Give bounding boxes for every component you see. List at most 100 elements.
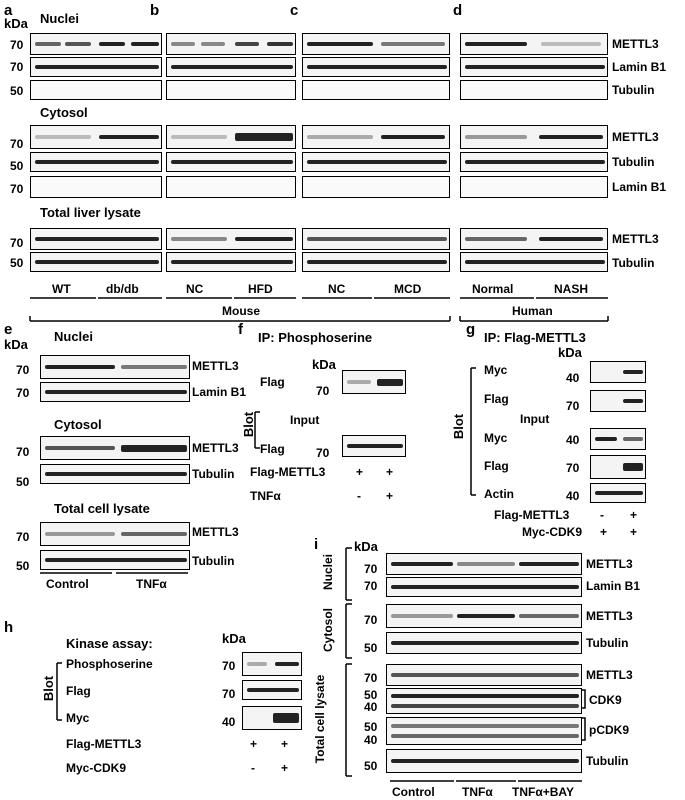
condition-myc-cdk9-g: Myc-CDK9 — [522, 525, 583, 539]
blot-strip-i-total-pcdk9 — [386, 717, 582, 745]
panel-label-f: f — [238, 321, 243, 338]
marker-70: 70 — [222, 687, 236, 701]
marker-70: 70 — [10, 60, 24, 74]
marker-40: 40 — [222, 715, 236, 729]
protein-label-myc: Myc — [484, 363, 508, 377]
kda-label-a: kDa — [4, 16, 28, 31]
fraction-total-cell-i: Total cell lysate — [313, 674, 328, 764]
marker-70: 70 — [10, 236, 24, 250]
protein-label-tubulin: Tubulin — [612, 155, 655, 169]
kda-label-g: kDa — [558, 345, 582, 360]
blot-strip-d-cytosol-tubulin — [460, 152, 608, 172]
group-label-tnfa-i: TNFα — [462, 785, 493, 799]
group-label-nc: NC — [186, 282, 204, 296]
marker-40: 40 — [566, 371, 580, 385]
blot-strip-f-input-flag — [342, 435, 406, 457]
kda-label-i: kDa — [354, 539, 378, 554]
blot-strip-c-total-tubulin — [302, 252, 450, 272]
blot-strip-b-cytosol-tubulin — [166, 152, 296, 172]
blot-strip-b-total-tubulin — [166, 252, 296, 272]
blot-strip-a-tubulin-nuclei — [30, 80, 162, 100]
panel-label-c: c — [290, 2, 299, 19]
blot-strip-b-nuclei-mettl3 — [166, 33, 296, 55]
protein-label-laminb1: Lamin B1 — [612, 180, 667, 194]
marker-70: 70 — [16, 445, 30, 459]
blot-strip-b-cytosol-laminb1 — [166, 176, 296, 198]
condition-flag-mettl3-f: Flag-METTL3 — [250, 465, 326, 479]
blot-strip-g-ip-myc — [590, 361, 646, 383]
marker-50: 50 — [16, 559, 30, 573]
blot-strip-c-cytosol-laminb1 — [302, 176, 450, 198]
marker-70: 70 — [316, 446, 330, 460]
blot-strip-c-total-mettl3 — [302, 228, 450, 250]
condition-flag-mettl3-g: Flag-METTL3 — [494, 508, 570, 522]
group-label-wt: WT — [52, 282, 71, 296]
protein-label-mettl3: METTL3 — [192, 359, 239, 373]
panel-label-b: b — [150, 2, 160, 19]
group-label-dbdb: db/db — [106, 282, 139, 296]
protein-label-tubulin: Tubulin — [192, 554, 235, 568]
blot-strip-a-total-mettl3 — [30, 228, 162, 250]
ip-title-phosphoserine: IP: Phosphoserine — [258, 330, 373, 345]
fraction-cytosol-a: Cytosol — [40, 105, 88, 120]
sign-plus: + — [630, 525, 638, 539]
blot-strip-i-total-tubulin — [386, 749, 582, 773]
sign-plus: + — [281, 761, 289, 775]
marker-40: 40 — [364, 733, 378, 747]
protein-label-mettl3: METTL3 — [586, 668, 633, 682]
blot-strip-f-ip-flag — [342, 370, 406, 394]
panel-label-d: d — [453, 2, 463, 19]
fraction-cytosol-e: Cytosol — [54, 417, 102, 432]
marker-50: 50 — [10, 256, 24, 270]
blot-strip-g-input-actin — [590, 483, 646, 503]
marker-70: 70 — [566, 461, 580, 475]
sign-plus: + — [630, 508, 638, 522]
blot-strip-g-ip-flag — [590, 390, 646, 412]
group-label-mcd: MCD — [394, 282, 422, 296]
fraction-nuclei-e: Nuclei — [54, 329, 94, 344]
protein-label-mettl3: METTL3 — [612, 232, 659, 246]
blot-strip-i-nuclei-mettl3 — [386, 553, 582, 575]
panel-label-e: e — [4, 321, 13, 338]
panel-label-g: g — [466, 321, 476, 338]
sign-plus: + — [600, 525, 608, 539]
species-label-human: Human — [512, 304, 553, 318]
kinase-assay-title: Kinase assay: — [66, 636, 153, 651]
marker-70: 70 — [364, 613, 378, 627]
blot-strip-a-nuclei-mettl3 — [30, 33, 162, 55]
input-label-g: Input — [520, 412, 550, 426]
protein-label-tubulin: Tubulin — [612, 256, 655, 270]
species-label-mouse: Mouse — [222, 304, 261, 318]
sign-plus: + — [386, 465, 394, 479]
marker-70: 70 — [16, 530, 30, 544]
group-label-control-e: Control — [46, 577, 89, 591]
blot-strip-d-total-tubulin — [460, 252, 608, 272]
kda-label-h: kDa — [222, 631, 246, 646]
group-label-control-i: Control — [392, 785, 435, 799]
blot-strip-c-laminb1 — [302, 57, 450, 77]
protein-label-cdk9: CDK9 — [589, 693, 622, 707]
blot-strip-e-nuclei-laminb1 — [40, 382, 190, 402]
blot-strip-a-cytosol-mettl3 — [30, 125, 162, 149]
protein-label-flag: Flag — [484, 459, 509, 473]
input-label-f: Input — [290, 413, 320, 427]
group-label-tnfa-e: TNFα — [136, 577, 167, 591]
blot-strip-h-myc — [242, 706, 302, 730]
blot-strip-g-input-myc — [590, 428, 646, 450]
group-label-nash: NASH — [554, 282, 589, 296]
blot-strip-c-cytosol-mettl3 — [302, 125, 450, 149]
group-label-tnfa-bay-i: TNFα+BAY — [512, 785, 574, 799]
kda-label-f: kDa — [312, 357, 336, 372]
marker-70: 70 — [316, 384, 330, 398]
protein-label-phosphoserine: Phosphoserine — [66, 657, 153, 671]
blot-strip-a-cytosol-laminb1 — [30, 176, 162, 198]
blot-strip-a-cytosol-tubulin — [30, 152, 162, 172]
panel-label-h: h — [4, 619, 14, 636]
protein-label-mettl3: METTL3 — [612, 130, 659, 144]
protein-label-flag: Flag — [260, 442, 285, 456]
blot-strip-i-nuclei-laminb1 — [386, 577, 582, 597]
blot-strip-d-tubulin-nuclei — [460, 80, 608, 100]
sign-plus: + — [386, 489, 394, 503]
protein-label-laminb1: Lamin B1 — [612, 60, 667, 74]
